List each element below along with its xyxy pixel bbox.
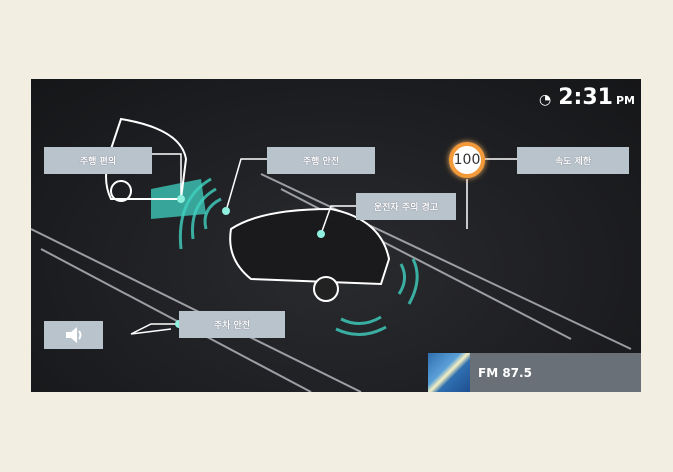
speaker-icon <box>65 327 81 343</box>
clock-time: 2:31 <box>558 85 613 110</box>
radio-station: FM 87.5 <box>478 365 532 380</box>
speed-limit-sign: 100 <box>449 142 485 178</box>
driver-attention-button[interactable]: 운전자 주의 경고 <box>356 193 456 220</box>
radio-widget[interactable]: FM 87.5 <box>428 353 641 392</box>
adas-illustration <box>31 117 632 392</box>
connected-car-icon: ◔ <box>539 92 552 108</box>
driving-safety-button[interactable]: 주행 안전 <box>267 147 375 174</box>
radio-album-art <box>428 353 470 392</box>
clock-ampm: PM <box>615 94 635 107</box>
driving-convenience-button[interactable]: 주행 편의 <box>44 147 152 174</box>
volume-button[interactable] <box>44 321 103 349</box>
speed-limit-button[interactable]: 속도 제한 <box>517 147 629 174</box>
parking-safety-button[interactable]: 주차 안전 <box>179 311 285 338</box>
